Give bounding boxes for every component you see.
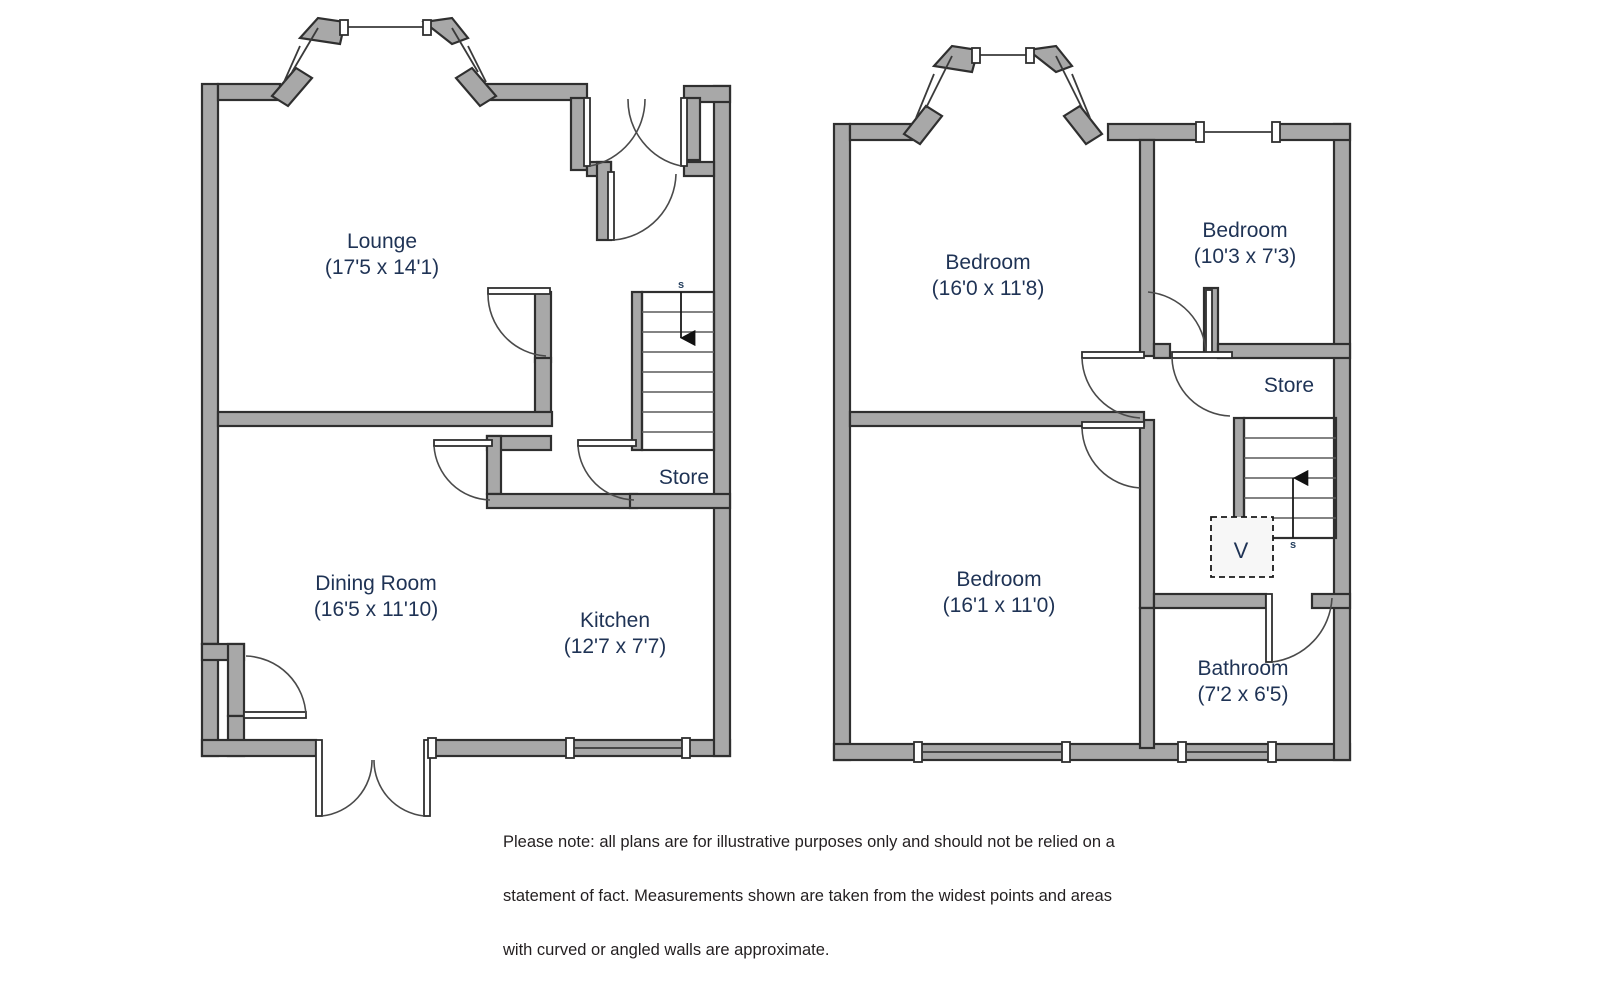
room-label-lounge: Lounge (347, 230, 417, 253)
vent-box-first: V (1210, 516, 1274, 578)
stair-marker-ground: s (678, 279, 684, 291)
room-label-bathroom: Bathroom (1197, 657, 1288, 680)
label-store-first: Store (1264, 374, 1314, 397)
stair-marker-first: s (1290, 539, 1296, 551)
staircase-ground (630, 290, 716, 452)
room-dim-bathroom: (7'2 x 6'5) (1198, 683, 1289, 706)
room-dim-dining: (16'5 x 11'10) (314, 598, 438, 621)
disclaimer-line-3: with curved or angled walls are approxim… (503, 941, 830, 959)
ground-floor-plan: Lounge (17'5 x 14'1) Dining Room (16'5 x… (200, 16, 732, 817)
window-cap-ground (427, 737, 437, 759)
door-hall-right-ground (627, 97, 688, 167)
door-store-first (1171, 351, 1233, 417)
disclaimer-line-1: Please note: all plans are for illustrat… (503, 833, 1115, 851)
door-bedroom-rear-first (1081, 421, 1145, 489)
window-top-first (1195, 121, 1281, 143)
staircase-first (1232, 416, 1338, 540)
room-label-dining: Dining Room (315, 572, 436, 595)
patio-doors-ground (315, 739, 431, 817)
label-store-ground: Store (659, 466, 709, 489)
door-bathroom-first (1265, 593, 1333, 663)
room-label-bedroom-1: Bedroom (945, 251, 1030, 274)
disclaimer-line-2: statement of fact. Measurements shown ar… (503, 887, 1112, 905)
room-dim-bedroom-3: (16'1 x 11'0) (943, 594, 1056, 617)
room-label-bedroom-3: Bedroom (956, 568, 1041, 591)
window-kitchen-ground (565, 737, 691, 759)
room-dim-bedroom-2: (10'3 x 7'3) (1194, 245, 1297, 268)
door-dining-ground (433, 439, 493, 501)
room-label-bedroom-2: Bedroom (1202, 219, 1287, 242)
floorplan-canvas: .w { fill:#a8a8a8; stroke:#2f2f2f; strok… (200, 16, 1352, 959)
door-bedroom-main-first (1081, 351, 1145, 419)
floorplan-drawing: .w { fill:#a8a8a8; stroke:#2f2f2f; strok… (200, 16, 1352, 817)
door-lounge-ground (487, 287, 551, 357)
door-store-ground (577, 439, 637, 501)
room-dim-bedroom-1: (16'0 x 11'8) (932, 277, 1045, 300)
room-label-kitchen: Kitchen (580, 609, 650, 632)
room-dim-lounge: (17'5 x 14'1) (325, 256, 439, 279)
vent-box-label: V (1234, 538, 1249, 563)
window-bathroom-first (1177, 741, 1277, 763)
bay-window-first (902, 44, 1104, 146)
bay-window-ground (270, 16, 498, 108)
door-hall-left-ground (583, 97, 646, 167)
window-bedroom-rear-first (913, 741, 1071, 763)
door-entrance-ground (243, 655, 307, 719)
first-floor-plan: V (832, 44, 1352, 763)
door-lobby-ground (607, 171, 677, 241)
disclaimer-note: Please note: all plans are for illustrat… (503, 802, 1123, 991)
room-dim-kitchen: (12'7 x 7'7) (564, 635, 667, 658)
